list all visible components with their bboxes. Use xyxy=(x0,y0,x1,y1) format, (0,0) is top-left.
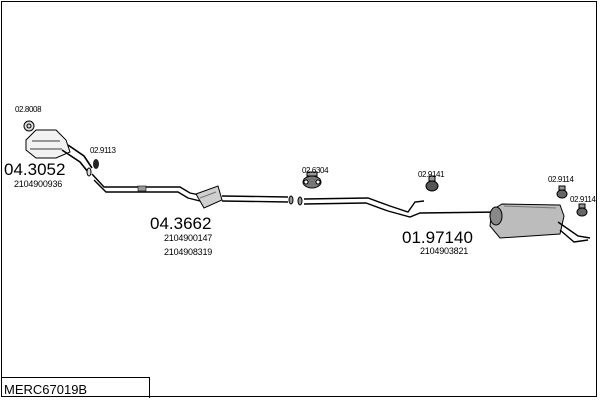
rubber-hanger-icon xyxy=(425,175,439,192)
part-number: 2104900147 xyxy=(164,233,213,243)
fitting-label: 02.8008 xyxy=(15,105,42,114)
fitting-label: 02.6304 xyxy=(302,166,329,175)
hanger-icon xyxy=(302,171,322,189)
fitting-label: 02.9141 xyxy=(418,170,445,179)
fitting-label: 02.9114 xyxy=(570,195,596,204)
part-number: 2104908319 xyxy=(164,247,213,257)
part-ref-front: 04.3052 xyxy=(4,160,66,179)
part-number: 2104900936 xyxy=(14,179,63,189)
part-ref-rear: 01.97140 xyxy=(402,228,473,247)
front-pipe xyxy=(91,173,205,197)
hanger-icon xyxy=(556,185,568,199)
part-ref-middle: 04.3662 xyxy=(150,214,212,233)
fitting-label: 02.9113 xyxy=(90,146,116,155)
part-number: 2104903821 xyxy=(420,246,469,256)
gasket-icon xyxy=(86,159,99,177)
catalytic-converter xyxy=(25,129,93,173)
rear-silencer xyxy=(489,203,591,243)
hanger-icon xyxy=(576,203,588,217)
middle-silencer xyxy=(195,185,223,209)
fitting-label: 02.9114 xyxy=(548,175,574,184)
diagram-title: MERC67019B xyxy=(1,377,150,398)
clamp-ring-icon xyxy=(23,120,35,132)
